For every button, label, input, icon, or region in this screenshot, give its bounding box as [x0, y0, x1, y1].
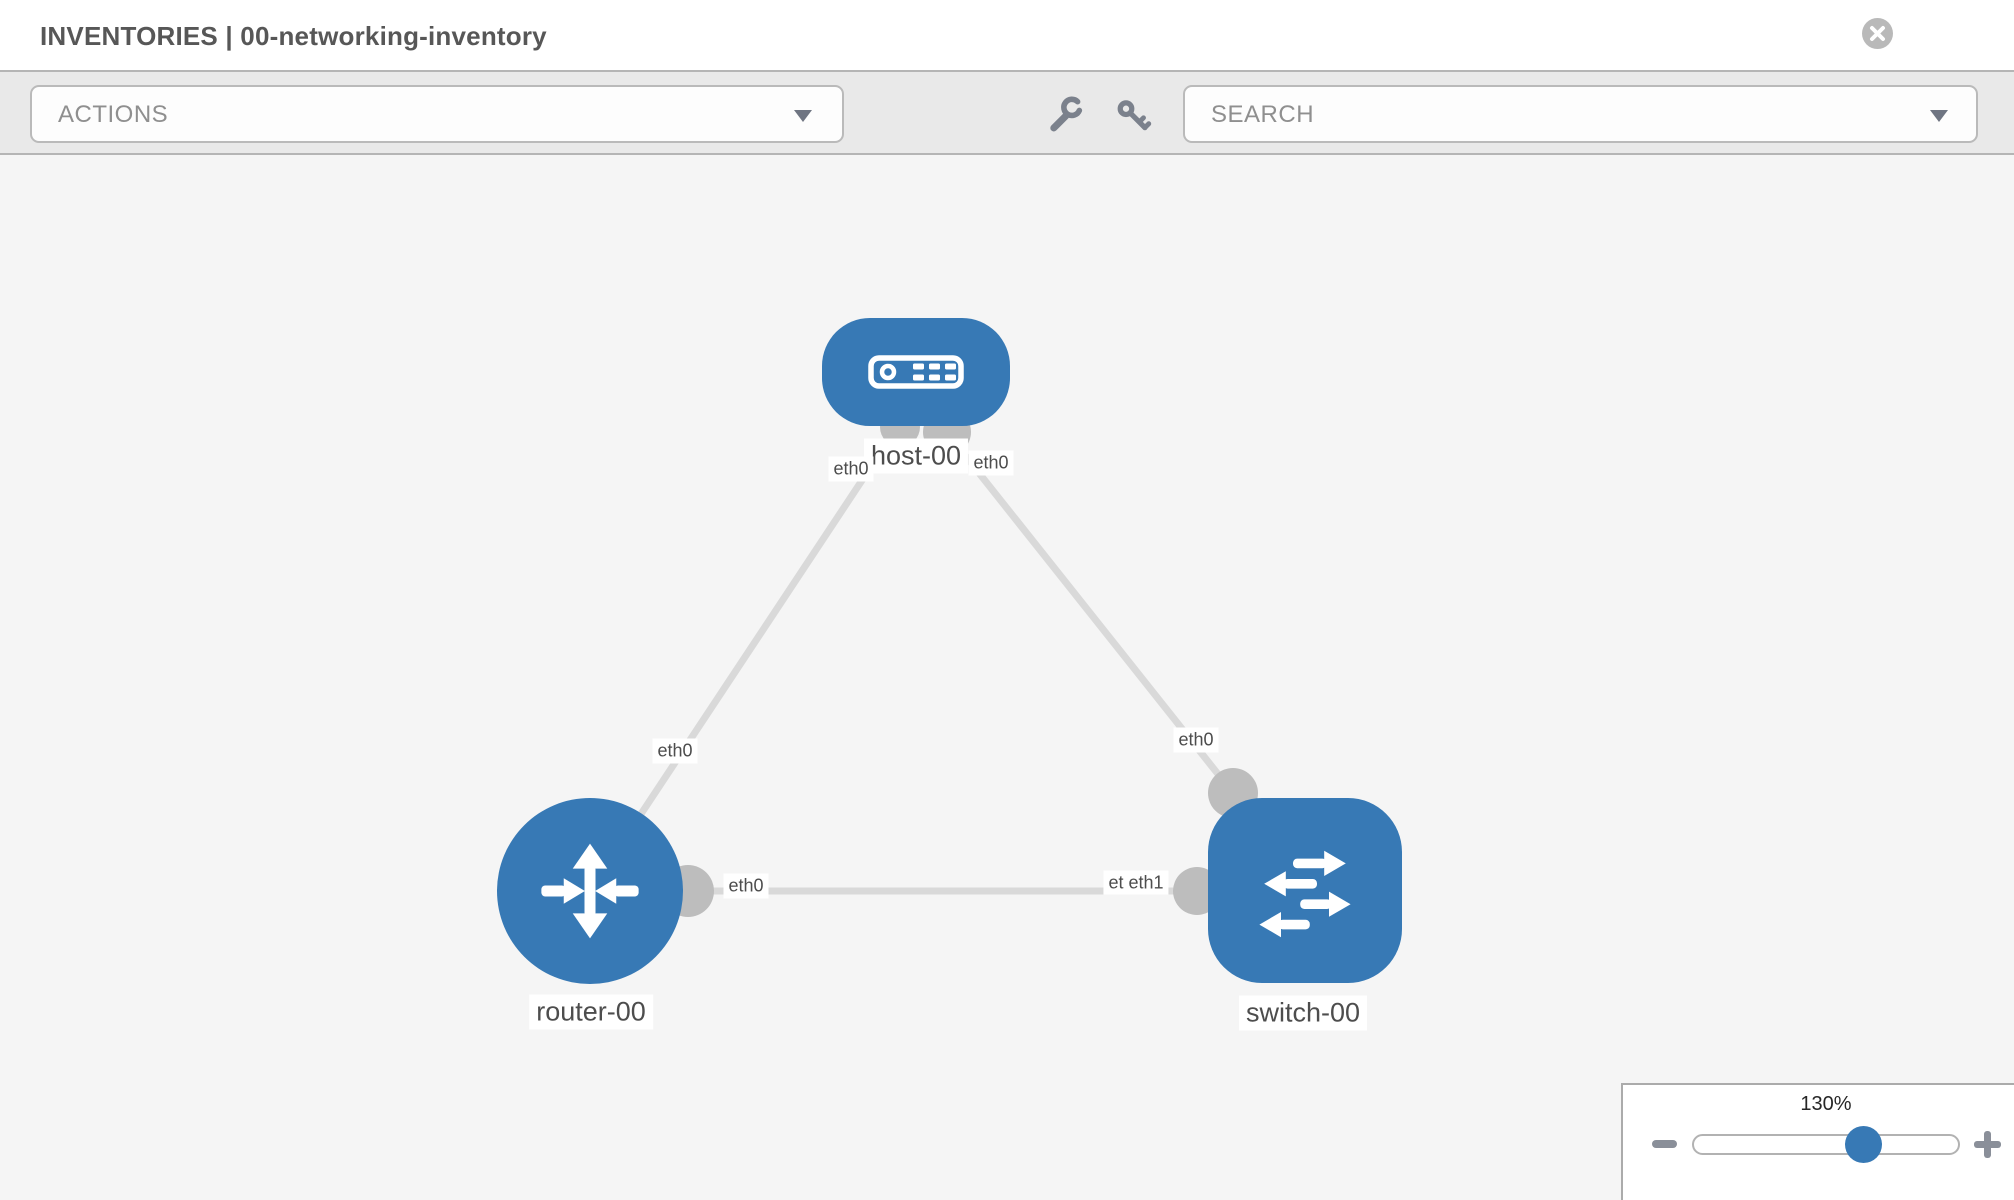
node-router-00[interactable] [497, 798, 683, 984]
zoom-slider-handle[interactable] [1845, 1126, 1883, 1163]
toolbar: ACTIONS SEARCH [0, 70, 2014, 155]
actions-dropdown-label: ACTIONS [58, 101, 169, 128]
interface-label: eth0 [652, 738, 698, 764]
interface-label: eth0 [1173, 727, 1219, 753]
close-button[interactable] [1862, 18, 1893, 49]
node-label-host: host-00 [863, 438, 969, 474]
node-label-router: router-00 [529, 994, 653, 1030]
router-icon [541, 843, 639, 939]
zoom-control-panel: 130% [1621, 1083, 2014, 1200]
interface-label: eth0 [723, 873, 769, 899]
chevron-down-icon [794, 110, 812, 122]
host-icon [868, 355, 964, 389]
wrench-icon [1050, 96, 1083, 132]
search-dropdown[interactable]: SEARCH [1183, 85, 1978, 143]
close-icon [1870, 26, 1885, 41]
key-button[interactable] [1112, 94, 1154, 136]
chevron-down-icon [1930, 110, 1948, 122]
switch-icon [1259, 850, 1351, 938]
zoom-out-button[interactable] [1652, 1140, 1677, 1148]
plus-icon [1984, 1131, 1991, 1158]
node-switch-00[interactable] [1208, 798, 1402, 983]
zoom-in-button[interactable] [1974, 1131, 2001, 1158]
header: INVENTORIES | 00-networking-inventory [0, 0, 2014, 70]
page-title: INVENTORIES | 00-networking-inventory [40, 21, 547, 51]
actions-dropdown[interactable]: ACTIONS [30, 85, 844, 143]
interface-label: eth1 [1123, 870, 1169, 895]
node-label-switch: switch-00 [1238, 995, 1368, 1031]
search-dropdown-label: SEARCH [1211, 101, 1315, 128]
zoom-level-value: 130% [1800, 1093, 1852, 1115]
topology-canvas[interactable]: host-00 router-00 switch-00 eth0 eth0 et… [0, 155, 2014, 1200]
interface-label: eth0 [968, 450, 1014, 476]
interface-label: eth0 [828, 456, 874, 482]
key-icon [1117, 100, 1152, 131]
wrench-button[interactable] [1044, 94, 1086, 136]
node-host-00[interactable] [822, 318, 1010, 426]
zoom-slider-track[interactable] [1692, 1134, 1960, 1155]
